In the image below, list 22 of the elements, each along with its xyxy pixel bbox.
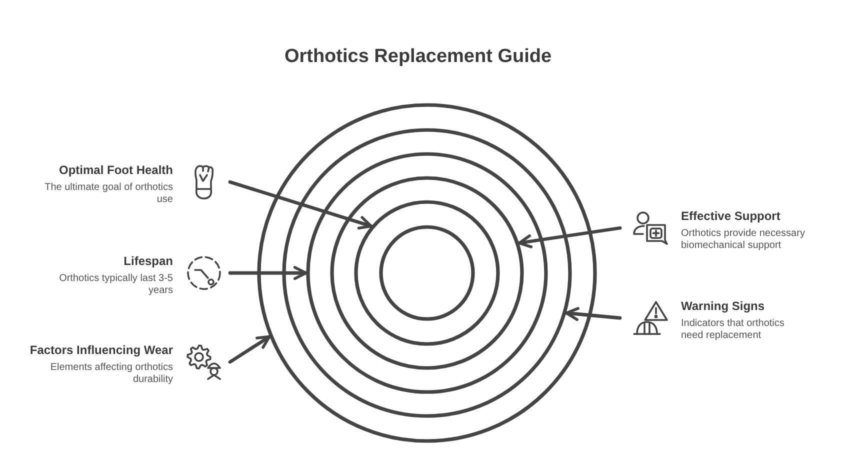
item-title: Factors Influencing Wear <box>30 342 173 358</box>
item-description: Indicators that orthotics need replacement <box>681 318 786 342</box>
ring-circle <box>379 225 475 321</box>
ring-circle <box>354 200 500 346</box>
arrow <box>518 226 622 248</box>
arrow <box>564 307 622 322</box>
arrow <box>228 266 308 280</box>
ring-circle <box>257 103 597 443</box>
item-description: Orthotics provide necessary biomechanical support <box>681 228 806 252</box>
diagram-title: Orthotics Replacement Guide <box>284 45 552 69</box>
item-description: Orthotics typically last 3-5 years <box>58 273 173 297</box>
item-title: Optimal Foot Health <box>59 162 173 178</box>
item-description: The ultimate goal of orthotics use <box>44 182 173 206</box>
item-title: Effective Support <box>681 208 780 224</box>
item-title: Lifespan <box>124 253 173 269</box>
arrow <box>228 180 373 230</box>
arrow <box>228 335 272 364</box>
ring-circle <box>306 152 548 394</box>
item-title: Warning Signs <box>681 298 765 314</box>
ring-circle <box>282 128 572 418</box>
ring-circle <box>330 176 524 370</box>
item-description: Elements affecting orthotics durability <box>49 362 173 386</box>
